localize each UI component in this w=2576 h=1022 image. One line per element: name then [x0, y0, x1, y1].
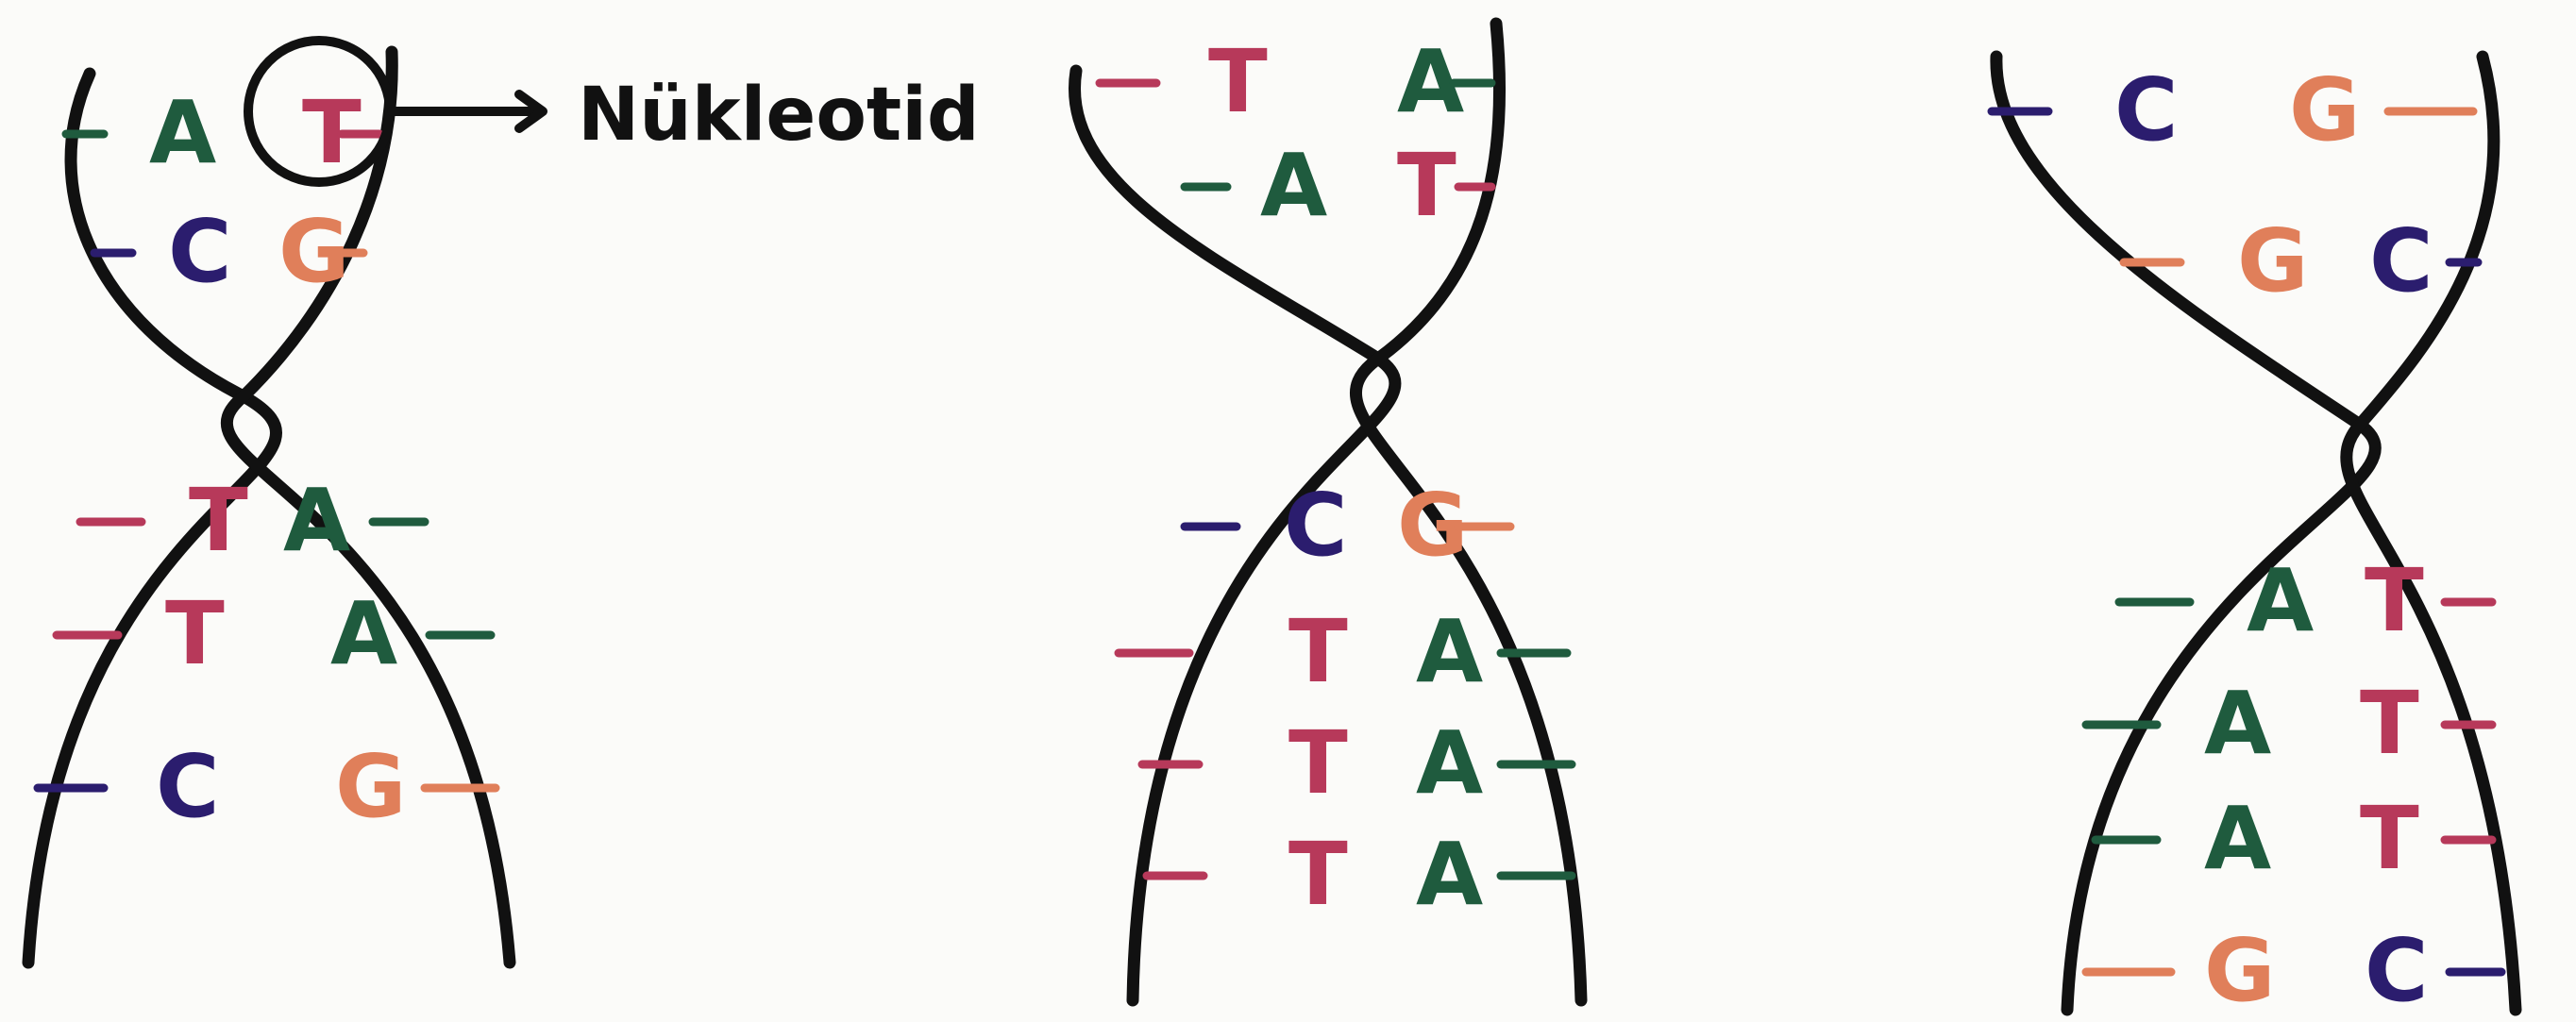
left-base: T: [1288, 824, 1348, 925]
left-base: C: [1284, 475, 1348, 576]
left-base: C: [156, 736, 220, 837]
right-base: G: [335, 736, 407, 837]
right-base: A: [1416, 601, 1483, 702]
left-base: T: [1288, 601, 1348, 702]
right-base: A: [1416, 712, 1483, 813]
left-base: G: [2204, 920, 2276, 1021]
left-base: A: [149, 82, 216, 183]
right-base: A: [1416, 824, 1483, 925]
left-base: G: [2237, 210, 2309, 311]
right-base: T: [2360, 673, 2419, 774]
right-base: A: [330, 583, 397, 684]
right-base: A: [283, 470, 350, 571]
left-base: A: [2204, 673, 2271, 774]
left-base: A: [2247, 550, 2314, 651]
right-base: T: [1397, 135, 1456, 236]
right-base: C: [2365, 920, 2429, 1021]
left-base: T: [1288, 712, 1348, 813]
left-base: T: [1208, 31, 1268, 132]
left-base: T: [165, 583, 225, 684]
right-base: G: [2289, 59, 2361, 160]
right-base: T: [2360, 788, 2419, 889]
right-base: C: [2369, 210, 2433, 311]
left-base: A: [2204, 788, 2271, 889]
left-base: A: [1260, 135, 1327, 236]
nucleotide-label: Nükleotid: [578, 73, 980, 158]
right-base: T: [2365, 550, 2424, 651]
left-base: C: [2114, 59, 2179, 160]
left-base: T: [189, 470, 248, 571]
helix-3-strand-left: [1996, 57, 2375, 1010]
left-base: C: [168, 201, 232, 302]
